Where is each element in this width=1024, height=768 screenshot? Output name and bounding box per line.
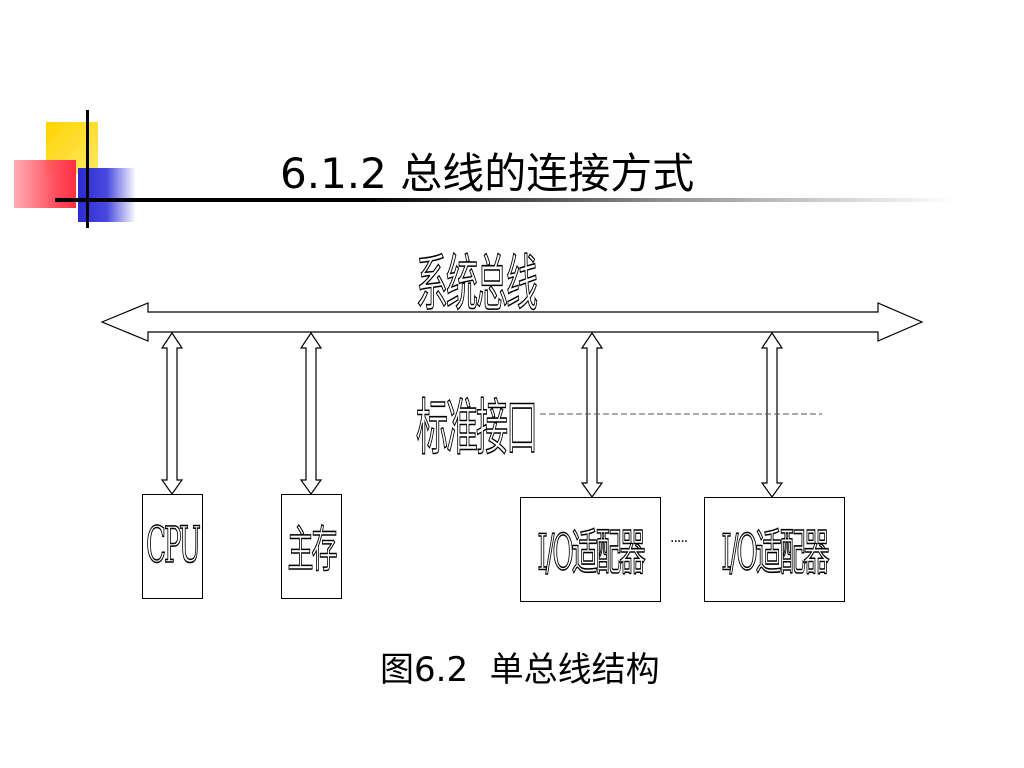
io2-bus-connector	[760, 331, 784, 499]
slide-title: 6.1.2 总线的连接方式	[280, 149, 695, 198]
figure-caption: 图6.2 单总线结构	[380, 650, 660, 690]
io-adapter-label-1: I/O适配器	[537, 525, 646, 584]
io-adapter-box-1: I/O适配器	[520, 497, 661, 602]
cpu-label: CPU	[146, 517, 202, 576]
standard-interface-label: 标准接口	[416, 391, 539, 465]
io-adapter-label-2: I/O适配器	[721, 525, 830, 584]
io1-bus-connector	[580, 331, 604, 499]
cpu-box: CPU	[142, 494, 203, 599]
system-bus-arrow	[100, 302, 924, 342]
title-underline	[55, 198, 955, 202]
main-memory-box: 主存	[281, 494, 342, 599]
io-adapter-box-2: I/O适配器	[704, 497, 845, 602]
cpu-bus-connector	[160, 331, 184, 496]
deco-vertical-line	[86, 110, 89, 228]
mem-bus-connector	[299, 331, 323, 496]
system-bus-label: 系统总线	[416, 247, 539, 321]
adapter-ellipsis: ·····	[670, 534, 688, 550]
main-memory-label: 主存	[287, 522, 338, 581]
